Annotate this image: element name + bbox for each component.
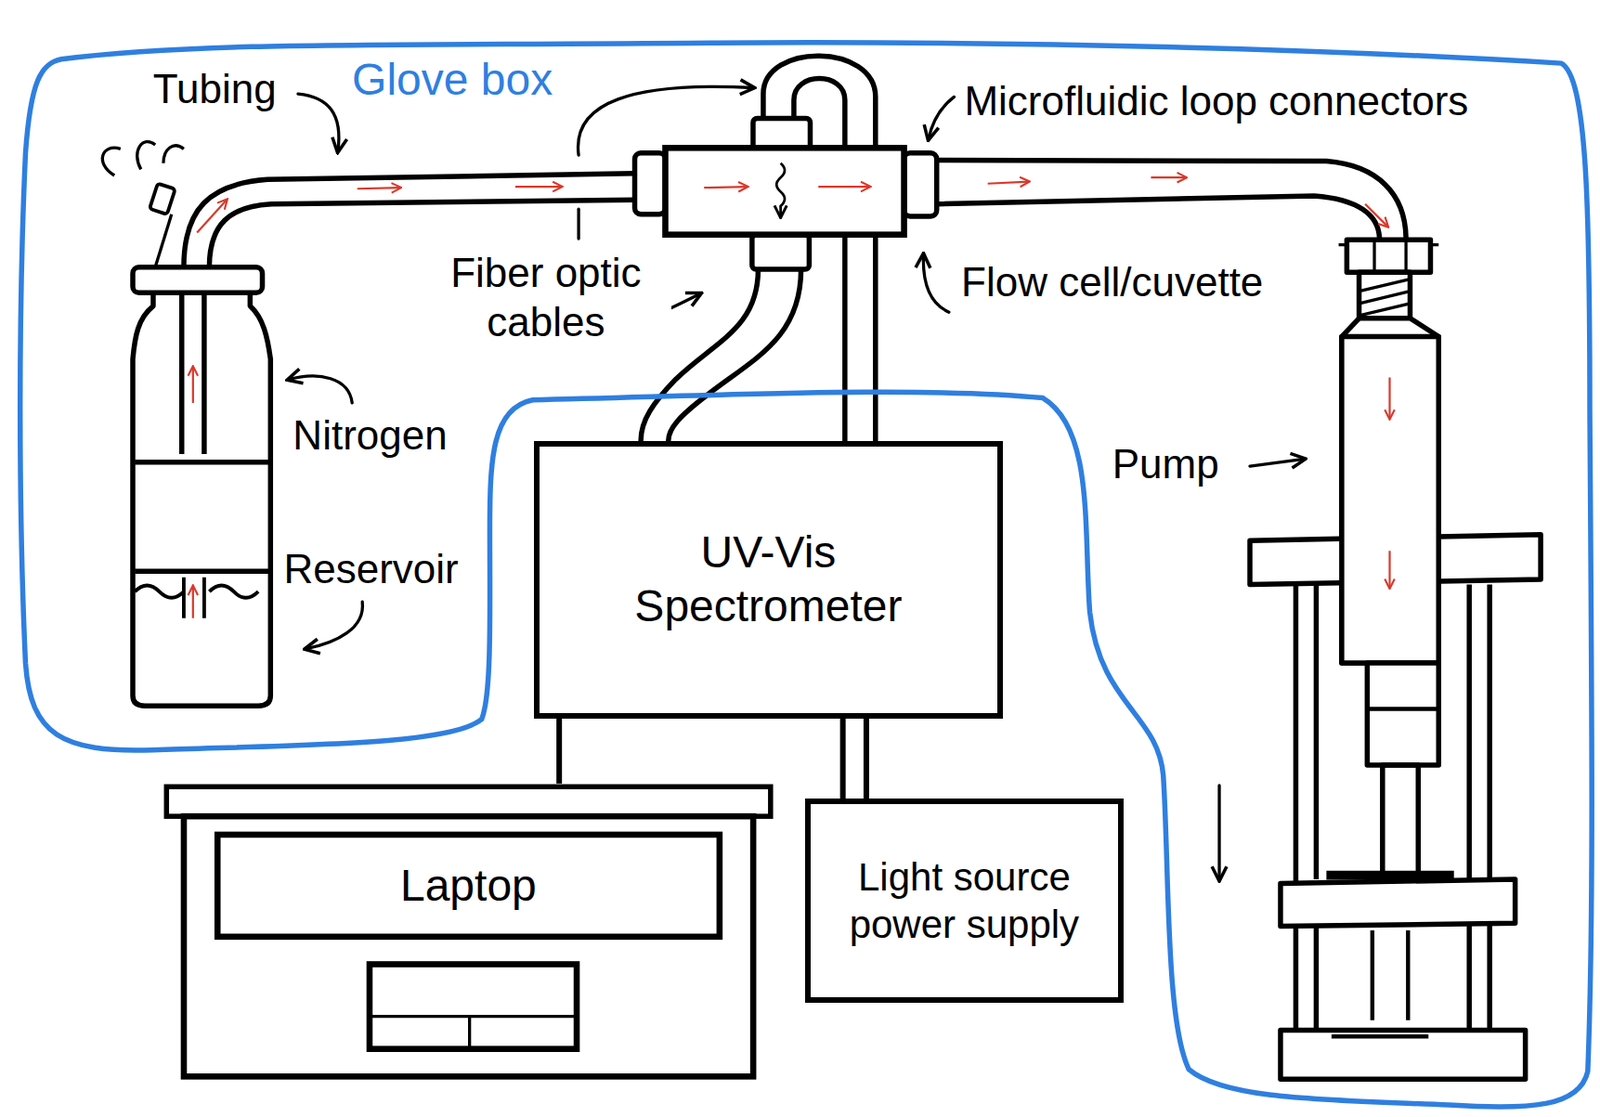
part-label: Nitrogen <box>292 411 447 461</box>
box-label: Light source power supply <box>824 853 1104 949</box>
part-label: Fiber optic cables <box>420 248 672 348</box>
laptop-label-holder: Laptop <box>217 834 720 937</box>
laptop-label: Laptop <box>400 858 537 913</box>
part-label-holder: Microfluidic loop connectors <box>963 77 1469 127</box>
process-box: Light source power supply <box>805 798 1124 1003</box>
flow-arrows <box>193 177 1391 619</box>
laptop-body <box>183 816 754 1077</box>
box-label: UV-Vis Spectrometer <box>614 525 922 635</box>
part-label-holder: Nitrogen <box>292 411 447 461</box>
syringe-pump <box>1249 239 1541 1080</box>
part-label: Pump <box>1112 440 1220 490</box>
laptop-box: Laptop <box>163 783 774 1080</box>
process-box: UV-Vis Spectrometer <box>533 441 1003 719</box>
fiber-optic-cables <box>640 55 876 441</box>
part-label-holder: Pump <box>1112 440 1220 490</box>
trackpad-buttons <box>369 1015 577 1049</box>
part-label: Reservoir <box>283 545 458 595</box>
laptop-outline <box>163 783 774 1080</box>
leader-arrows <box>288 86 1304 880</box>
laptop-lid-edge <box>166 786 771 817</box>
flow-cell <box>635 117 937 270</box>
region-title: Glove box <box>351 52 553 107</box>
cable-connector <box>556 718 562 784</box>
part-label: Tubing <box>153 65 277 115</box>
part-label-holder: Reservoir <box>283 545 458 595</box>
region-title-holder: Glove box <box>351 52 553 107</box>
part-label-holder: Fiber optic cables <box>420 248 672 348</box>
reservoir-bottle <box>102 142 271 707</box>
cable-connector <box>843 718 867 800</box>
laptop-trackpad <box>369 963 577 1049</box>
part-label: Microfluidic loop connectors <box>963 77 1469 127</box>
part-label-holder: Flow cell/cuvette <box>961 258 1263 308</box>
glove-box-border <box>20 42 1593 1107</box>
laptop-screen <box>217 834 720 937</box>
part-label-holder: Tubing <box>153 65 277 115</box>
part-label: Flow cell/cuvette <box>961 258 1263 308</box>
